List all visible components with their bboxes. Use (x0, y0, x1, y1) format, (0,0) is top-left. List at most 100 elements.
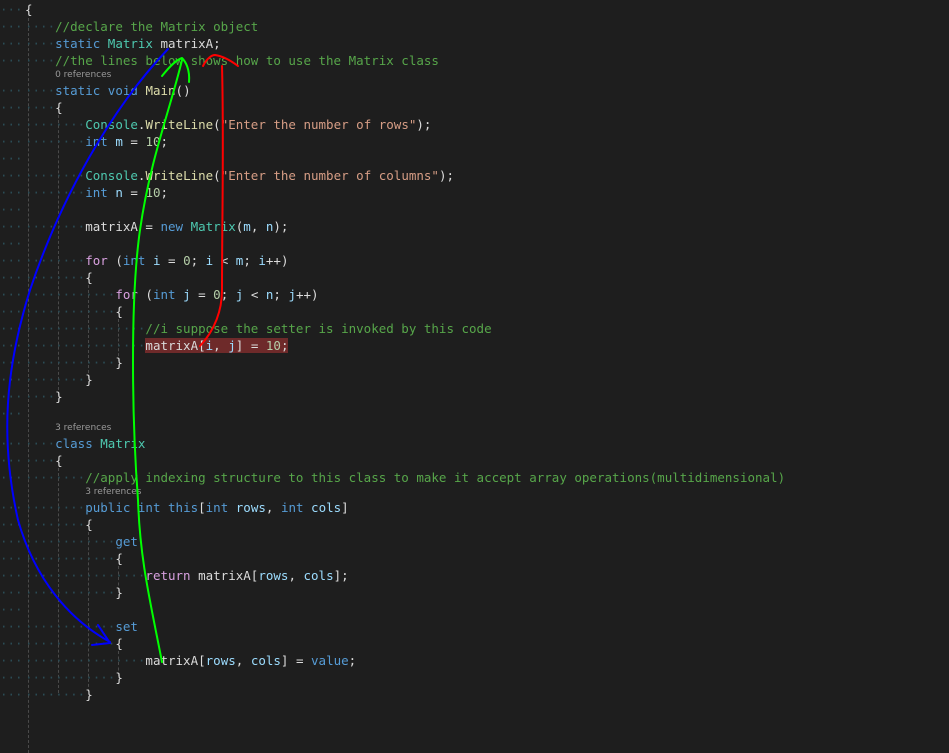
code-token: matrixA (85, 219, 138, 234)
code-token: ( (115, 253, 123, 268)
code-line: ········Console.WriteLine("Enter the num… (0, 167, 785, 184)
code-token: () (175, 83, 191, 98)
whitespace-markers: ···· (25, 389, 56, 404)
code-token: new (160, 219, 191, 234)
margin-whitespace: ··· (0, 151, 23, 166)
code-token: set (115, 619, 138, 634)
code-token: Main (145, 83, 176, 98)
references-count[interactable]: 3 references (55, 423, 112, 433)
code-token: } (55, 389, 63, 404)
code-token: = (190, 287, 214, 302)
code-line: ····{··· (0, 452, 785, 469)
code-token: "Enter the number of columns" (220, 168, 439, 183)
code-token: , (213, 338, 229, 353)
code-token: ; (190, 253, 206, 268)
code-token: //declare the Matrix object (55, 19, 259, 34)
code-line: ··· (0, 601, 785, 618)
whitespace-markers: ···· (25, 100, 56, 115)
code-token: class (55, 436, 101, 451)
code-token: static (55, 83, 108, 98)
code-token: for (115, 287, 146, 302)
margin-whitespace: ··· (0, 287, 23, 302)
code-line: ····static void Main()··· (0, 82, 785, 99)
margin-whitespace: ··· (0, 304, 23, 319)
margin-whitespace: ··· (0, 355, 23, 370)
code-text: matrixA = new Matrix(m, n); (85, 219, 288, 234)
code-token: { (85, 517, 93, 532)
code-token: [ (198, 338, 206, 353)
code-token: ; (280, 338, 289, 353)
code-lens-references[interactable]: 3 references (25, 486, 785, 499)
code-line: ············} ··· (0, 584, 785, 601)
code-editor[interactable]: {·······//declare the Matrix object·····… (0, 1, 785, 703)
code-line: ············{··· (0, 303, 785, 320)
code-token: { (55, 453, 63, 468)
margin-whitespace: ··· (0, 36, 23, 51)
code-token: = (122, 185, 146, 200)
code-token: 10 (145, 185, 161, 200)
code-token: void (107, 83, 146, 98)
code-token: [ (198, 500, 206, 515)
margin-whitespace: ··· (0, 117, 23, 132)
code-line: ··· (0, 235, 785, 252)
code-token: //the lines below shows how to use the M… (55, 53, 439, 68)
code-token: int (280, 500, 312, 515)
whitespace-markers: ········ (25, 687, 86, 702)
code-token: ; (273, 287, 289, 302)
code-token: 0 (183, 253, 191, 268)
code-token: rows (205, 653, 236, 668)
whitespace-markers: ········ (25, 517, 86, 532)
margin-whitespace: ··· (0, 338, 23, 353)
code-token: int (152, 287, 184, 302)
code-line: ············for (int j = 0; j < n; j++)·… (0, 286, 785, 303)
code-token: n (115, 185, 123, 200)
margin-whitespace: ··· (0, 168, 23, 183)
code-token: ] = (280, 653, 312, 668)
code-text: //i suppose the setter is invoked by thi… (145, 321, 491, 336)
code-token: ; (348, 653, 357, 668)
code-token: n (265, 219, 274, 234)
code-token: WriteLine (145, 117, 214, 132)
margin-whitespace: ··· (0, 436, 23, 451)
code-text: class Matrix (55, 436, 145, 451)
code-text: int m = 10; (85, 134, 168, 149)
margin-whitespace: ··· (0, 653, 23, 668)
margin-whitespace: ··· (0, 185, 23, 200)
margin-whitespace: ··· (0, 83, 23, 98)
code-token: } (115, 585, 123, 600)
margin-whitespace: ··· (0, 19, 23, 34)
code-lens-references[interactable]: 0 references (25, 69, 785, 82)
code-token: matrixA (160, 36, 214, 51)
code-text: { (85, 270, 93, 285)
code-text: public int this[int rows, int cols] (85, 500, 348, 515)
margin-whitespace: ··· (0, 585, 23, 600)
code-token: rows (258, 568, 289, 583)
code-token: ( (213, 168, 221, 183)
code-line: ········int n = 10;··· (0, 184, 785, 201)
code-token: Matrix (190, 219, 236, 234)
margin-whitespace: ··· (0, 321, 23, 336)
code-token: } (115, 670, 123, 685)
references-count[interactable]: 3 references (85, 487, 142, 497)
code-token: } (85, 372, 93, 387)
code-line: ················matrixA[rows, cols] = va… (0, 652, 785, 669)
whitespace-markers: ···· (25, 19, 56, 34)
code-token: j (228, 338, 236, 353)
code-token: , (250, 219, 266, 234)
code-token: matrixA (198, 568, 251, 583)
code-token: j (288, 287, 296, 302)
margin-whitespace: ··· (0, 619, 23, 634)
whitespace-markers: ············ (25, 585, 116, 600)
code-text: { (55, 453, 63, 468)
code-line: ················//i suppose the setter i… (0, 320, 785, 337)
references-count[interactable]: 0 references (55, 70, 112, 80)
code-text: } (115, 670, 123, 685)
code-token: //i suppose the setter is invoked by thi… (145, 321, 492, 336)
code-text: for (int i = 0; i < m; i++) (85, 253, 288, 268)
code-lens-references[interactable]: 3 references (25, 422, 785, 435)
code-token: cols (311, 500, 342, 515)
whitespace-markers: ········ (25, 168, 86, 183)
code-text: Console.WriteLine("Enter the number of c… (85, 168, 454, 183)
code-token: int (122, 253, 153, 268)
code-token: public (85, 500, 138, 515)
